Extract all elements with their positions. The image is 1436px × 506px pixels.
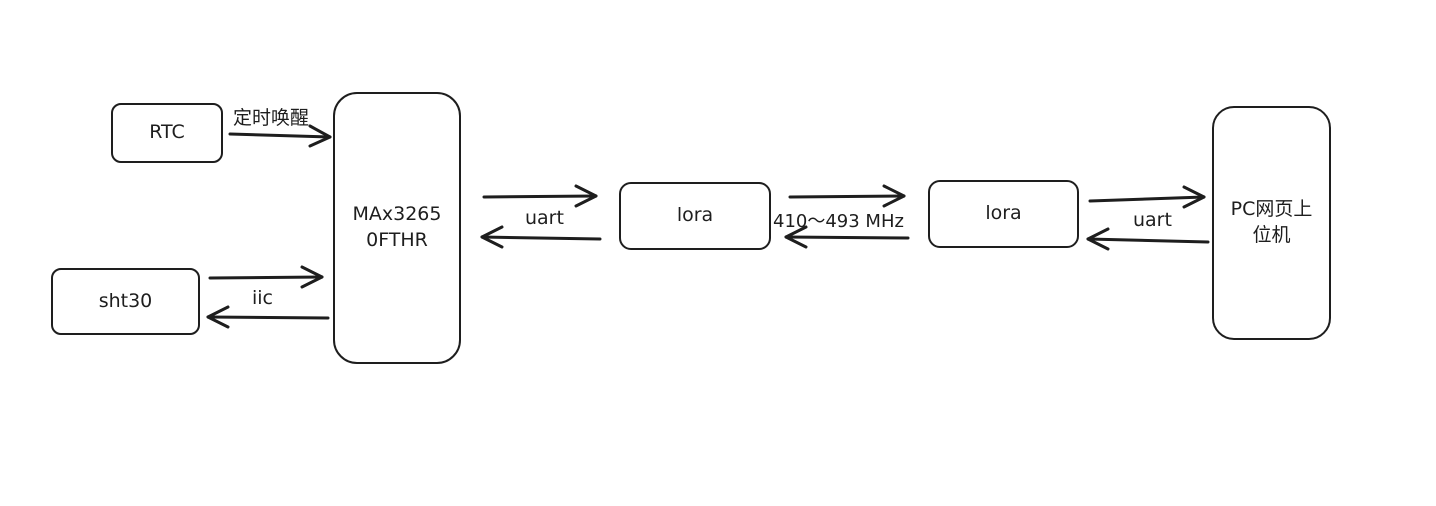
arrow-sht30-to-mcu bbox=[208, 265, 324, 289]
pc-node: PC网页上 位机 bbox=[1212, 106, 1331, 340]
arrow-mcu-to-lora bbox=[482, 184, 598, 208]
rtc-label: RTC bbox=[149, 121, 185, 144]
arrow-lora-to-mcu bbox=[480, 225, 602, 249]
lora-left-label: lora bbox=[676, 204, 714, 227]
arrow-pc-to-lora bbox=[1086, 227, 1210, 251]
edge-label-uart-left: uart bbox=[525, 207, 564, 229]
edge-label-iic: iic bbox=[252, 287, 274, 309]
pc-label-line1: PC网页上 bbox=[1230, 198, 1313, 221]
pc-label-line2: 位机 bbox=[1252, 224, 1291, 246]
arrow-rtc-to-mcu bbox=[228, 124, 332, 148]
arrow-lora-to-pc bbox=[1088, 185, 1206, 209]
arrow-lora-to-lora bbox=[788, 184, 906, 208]
sht30-label: sht30 bbox=[98, 289, 153, 312]
lora-left-node: lora bbox=[619, 182, 771, 250]
edge-label-radio-band: 410～493 MHz bbox=[773, 211, 904, 232]
edge-label-uart-right: uart bbox=[1133, 209, 1172, 231]
mcu-node: MAx3265 0FTHR bbox=[333, 92, 461, 364]
edge-label-rtc-wakeup: 定时唤醒 bbox=[233, 107, 310, 129]
mcu-label-line2: 0FTHR bbox=[366, 229, 428, 251]
rtc-node: RTC bbox=[111, 103, 223, 163]
mcu-label-line1: MAx3265 bbox=[352, 203, 442, 226]
lora-right-node: lora bbox=[928, 180, 1079, 248]
lora-right-label: lora bbox=[985, 202, 1022, 225]
arrow-lora-back-to-lora bbox=[784, 225, 910, 249]
sht30-node: sht30 bbox=[51, 268, 200, 335]
arrow-mcu-to-sht30 bbox=[206, 305, 330, 329]
